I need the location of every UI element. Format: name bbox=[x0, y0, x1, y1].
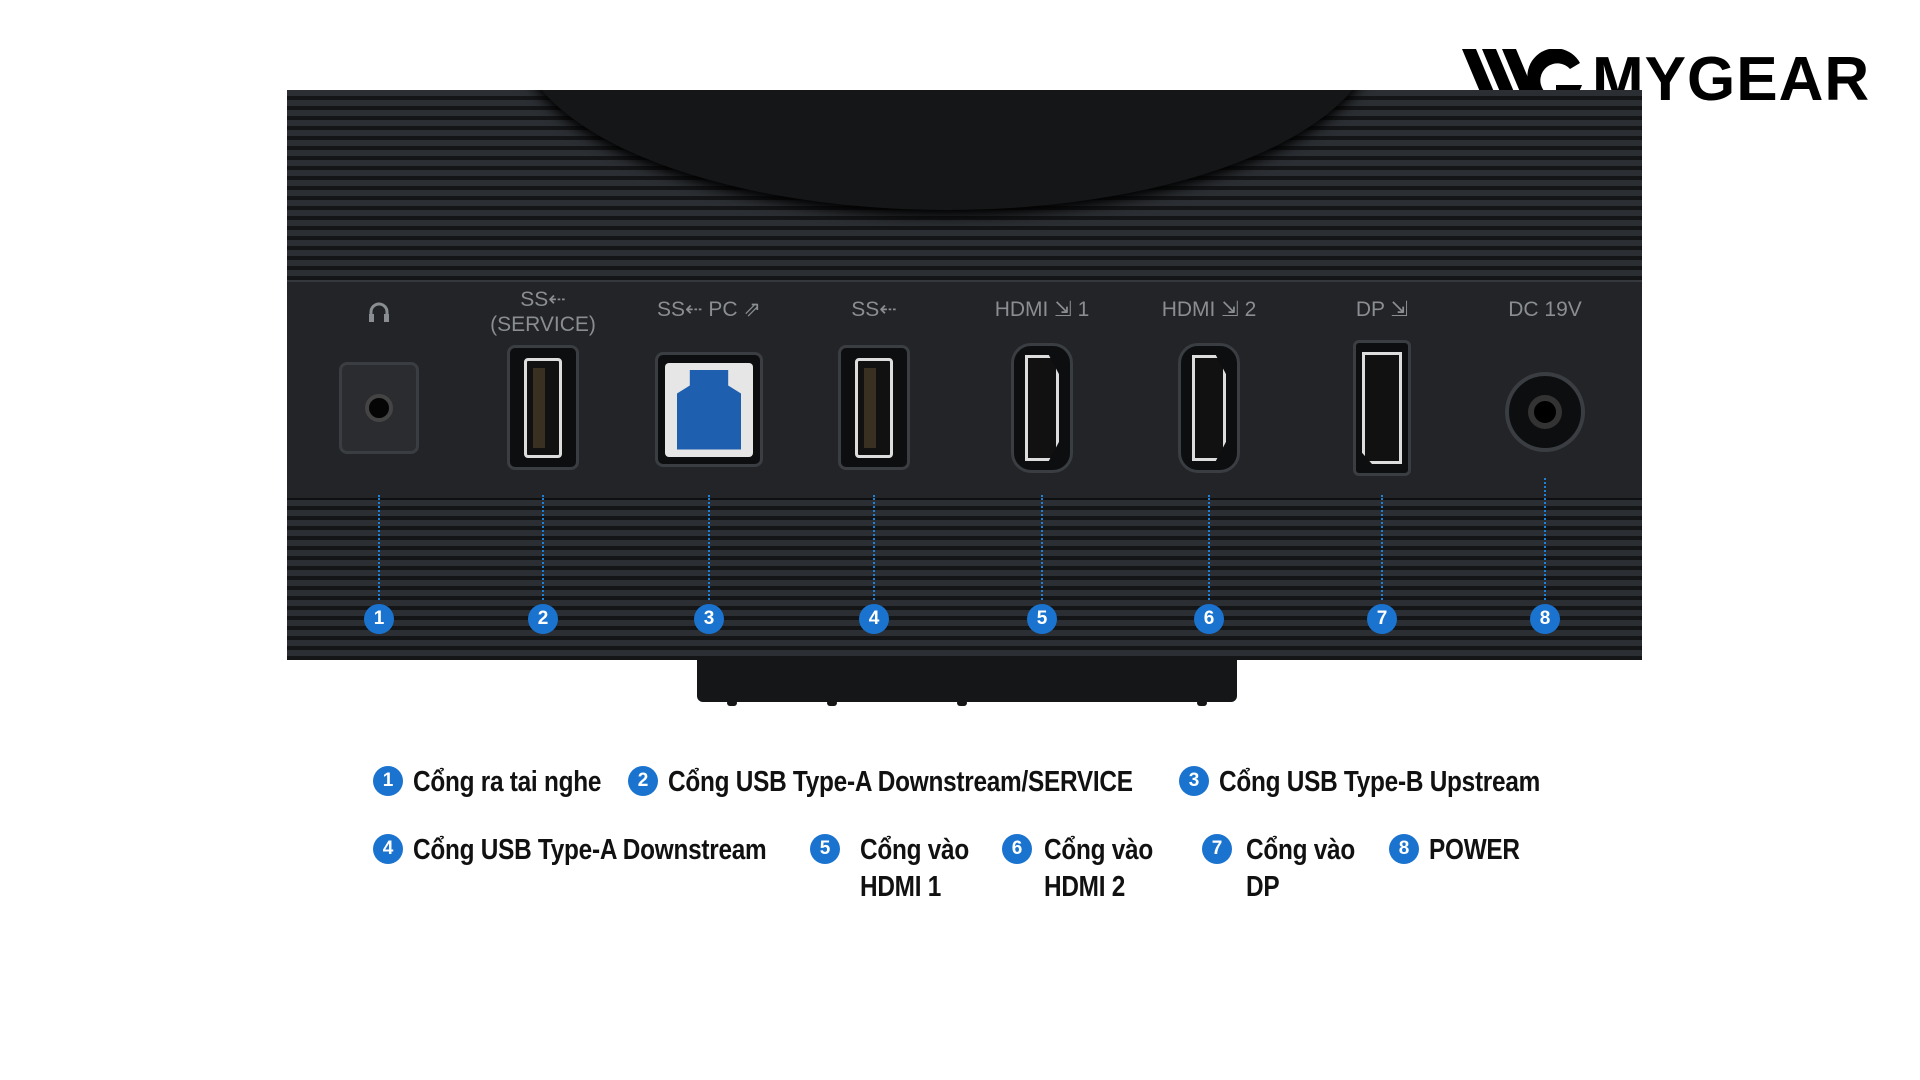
legend-text: POWER bbox=[1429, 834, 1520, 866]
port-label: SS⇠ PC ⇗ bbox=[656, 298, 762, 321]
legend-text-line2: HDMI 1 bbox=[860, 871, 942, 903]
port-label: SS⇠ bbox=[851, 298, 897, 321]
port-label: HDMI ⇲ 2 bbox=[1161, 298, 1257, 321]
panel-ribs-bottom bbox=[287, 500, 1642, 660]
legend-text: Cổng vào bbox=[1044, 834, 1153, 866]
legend-number: 5 bbox=[810, 834, 840, 864]
headphone-icon bbox=[369, 302, 389, 322]
port-number: 1 bbox=[364, 604, 394, 634]
legend-text: Cổng USB Type-A Downstream bbox=[413, 834, 767, 866]
legend-text: Cổng vào bbox=[1246, 834, 1355, 866]
legend-item-8: 8 POWER bbox=[1389, 832, 1537, 869]
legend-number: 1 bbox=[373, 766, 403, 796]
legend-item-4: 4 Cổng USB Type-A Downstream bbox=[373, 832, 834, 869]
legend-number: 2 bbox=[628, 766, 658, 796]
port-label: SS⇠ bbox=[520, 288, 566, 311]
legend-item-1: 1 Cổng ra tai nghe bbox=[373, 764, 637, 801]
legend-text: Cổng vào bbox=[860, 834, 969, 866]
port-number: 8 bbox=[1530, 604, 1560, 634]
legend-text: Cổng USB Type-A Downstream/SERVICE bbox=[668, 766, 1133, 798]
legend-item-2: 2 Cổng USB Type-A Downstream/SERVICE bbox=[628, 764, 1221, 801]
legend-text-line2: HDMI 2 bbox=[1044, 871, 1126, 903]
port-number: 2 bbox=[528, 604, 558, 634]
legend-number: 3 bbox=[1179, 766, 1209, 796]
port-label: DC 19V bbox=[1508, 298, 1582, 321]
legend-number: 4 bbox=[373, 834, 403, 864]
legend-item-3: 3 Cổng USB Type-B Upstream bbox=[1179, 764, 1601, 801]
legend-text: Cổng USB Type-B Upstream bbox=[1219, 766, 1541, 798]
legend-text: Cổng ra tai nghe bbox=[413, 766, 602, 798]
port-number: 6 bbox=[1194, 604, 1224, 634]
port-number: 5 bbox=[1027, 604, 1057, 634]
port-number: 4 bbox=[859, 604, 889, 634]
legend-number: 6 bbox=[1002, 834, 1032, 864]
port-number: 3 bbox=[694, 604, 724, 634]
legend-text-line2: DP bbox=[1246, 871, 1280, 903]
port-number: 7 bbox=[1367, 604, 1397, 634]
stand-base bbox=[697, 660, 1237, 706]
port-label: HDMI ⇲ 1 bbox=[994, 298, 1090, 321]
port-label-service: (SERVICE) bbox=[490, 313, 596, 336]
legend-number: 8 bbox=[1389, 834, 1419, 864]
legend-number: 7 bbox=[1202, 834, 1232, 864]
port-label: DP ⇲ bbox=[1355, 298, 1409, 321]
monitor-back-panel bbox=[287, 90, 1642, 660]
